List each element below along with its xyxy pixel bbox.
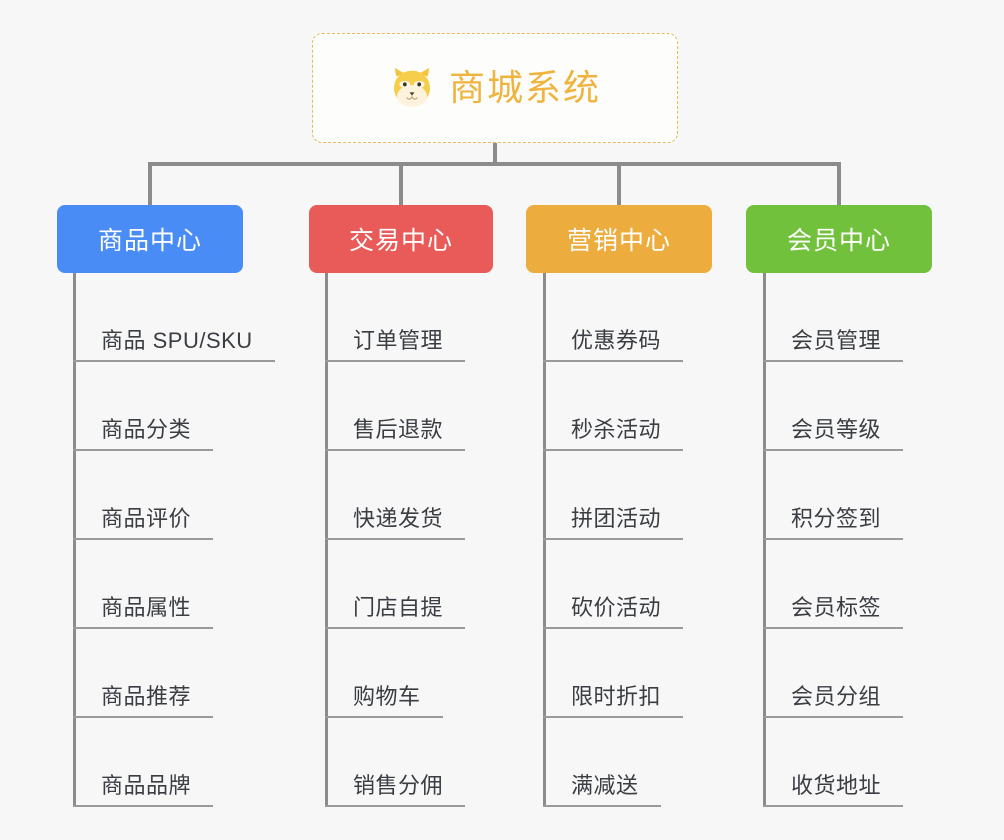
category-title-marketing-center: 营销中心 [566,227,671,255]
category-box-marketing-center[interactable]: 营销中心 [526,205,712,273]
leaf-label: 门店自提 [353,594,444,620]
leaf-label: 商品评价 [101,505,192,531]
leaf-underline: 商品 SPU/SKU [73,327,275,362]
leaf-label: 砍价活动 [571,594,662,620]
leaf-underline: 会员管理 [763,327,904,362]
leaf-label: 订单管理 [353,327,444,353]
leaf-underline: 收货地址 [763,772,904,807]
leaf-label: 优惠券码 [571,327,662,353]
leaf-label: 积分签到 [791,505,882,531]
connector-drop-trade-center [399,162,403,205]
leaf-label: 快递发货 [353,505,444,531]
category-box-trade-center[interactable]: 交易中心 [309,205,493,273]
leaf-underline: 销售分佣 [325,772,466,807]
category-title-trade-center: 交易中心 [348,227,453,255]
leaf-underline: 商品分类 [73,416,214,451]
leaf-underline: 商品品牌 [73,772,214,807]
leaf-underline: 订单管理 [325,327,466,362]
branch-stem-trade-center [325,273,328,807]
connector-drop-member-center [837,162,841,205]
leaf-underline: 商品推荐 [73,683,214,718]
leaf-label: 商品品牌 [101,772,192,798]
leaf-underline: 门店自提 [325,594,466,629]
leaf-label: 售后退款 [353,416,444,442]
leaf-label: 会员分组 [791,683,882,709]
leaf-underline: 商品评价 [73,505,214,540]
category-box-product-center[interactable]: 商品中心 [57,205,243,273]
leaf-label: 商品属性 [101,594,192,620]
leaf-label: 限时折扣 [571,683,662,709]
leaf-underline: 快递发货 [325,505,466,540]
leaf-label: 会员等级 [791,416,882,442]
category-box-member-center[interactable]: 会员中心 [746,205,932,273]
root-node[interactable]: 商城系统 [312,33,678,143]
root-title: 商城系统 [448,67,601,108]
leaf-label: 会员管理 [791,327,882,353]
leaf-label: 商品分类 [101,416,192,442]
leaf-underline: 满减送 [543,772,661,807]
leaf-label: 购物车 [353,683,421,709]
branch-stem-member-center [763,273,766,807]
leaf-underline: 秒杀活动 [543,416,684,451]
leaf-underline: 拼团活动 [543,505,684,540]
leaf-underline: 砍价活动 [543,594,684,629]
connector-drop-product-center [148,162,152,205]
leaf-underline: 会员分组 [763,683,904,718]
leaf-label: 满减送 [571,772,639,798]
connector-horizontal-bus [150,162,840,166]
leaf-label: 商品 SPU/SKU [101,327,253,353]
shiba-dog-icon [389,65,435,111]
leaf-label: 会员标签 [791,594,882,620]
branch-stem-product-center [73,273,76,807]
leaf-label: 秒杀活动 [571,416,662,442]
leaf-underline: 限时折扣 [543,683,684,718]
leaf-label: 商品推荐 [101,683,192,709]
connector-drop-marketing-center [617,162,621,205]
branch-stem-marketing-center [543,273,546,807]
leaf-underline: 会员标签 [763,594,904,629]
leaf-label: 收货地址 [791,772,882,798]
connector-root-stem [493,143,497,164]
leaf-underline: 会员等级 [763,416,904,451]
leaf-underline: 售后退款 [325,416,466,451]
leaf-underline: 积分签到 [763,505,904,540]
category-title-product-center: 商品中心 [97,227,202,255]
leaf-label: 销售分佣 [353,772,444,798]
category-title-member-center: 会员中心 [786,227,891,255]
leaf-underline: 优惠券码 [543,327,684,362]
leaf-label: 拼团活动 [571,505,662,531]
leaf-underline: 商品属性 [73,594,214,629]
leaf-underline: 购物车 [325,683,443,718]
